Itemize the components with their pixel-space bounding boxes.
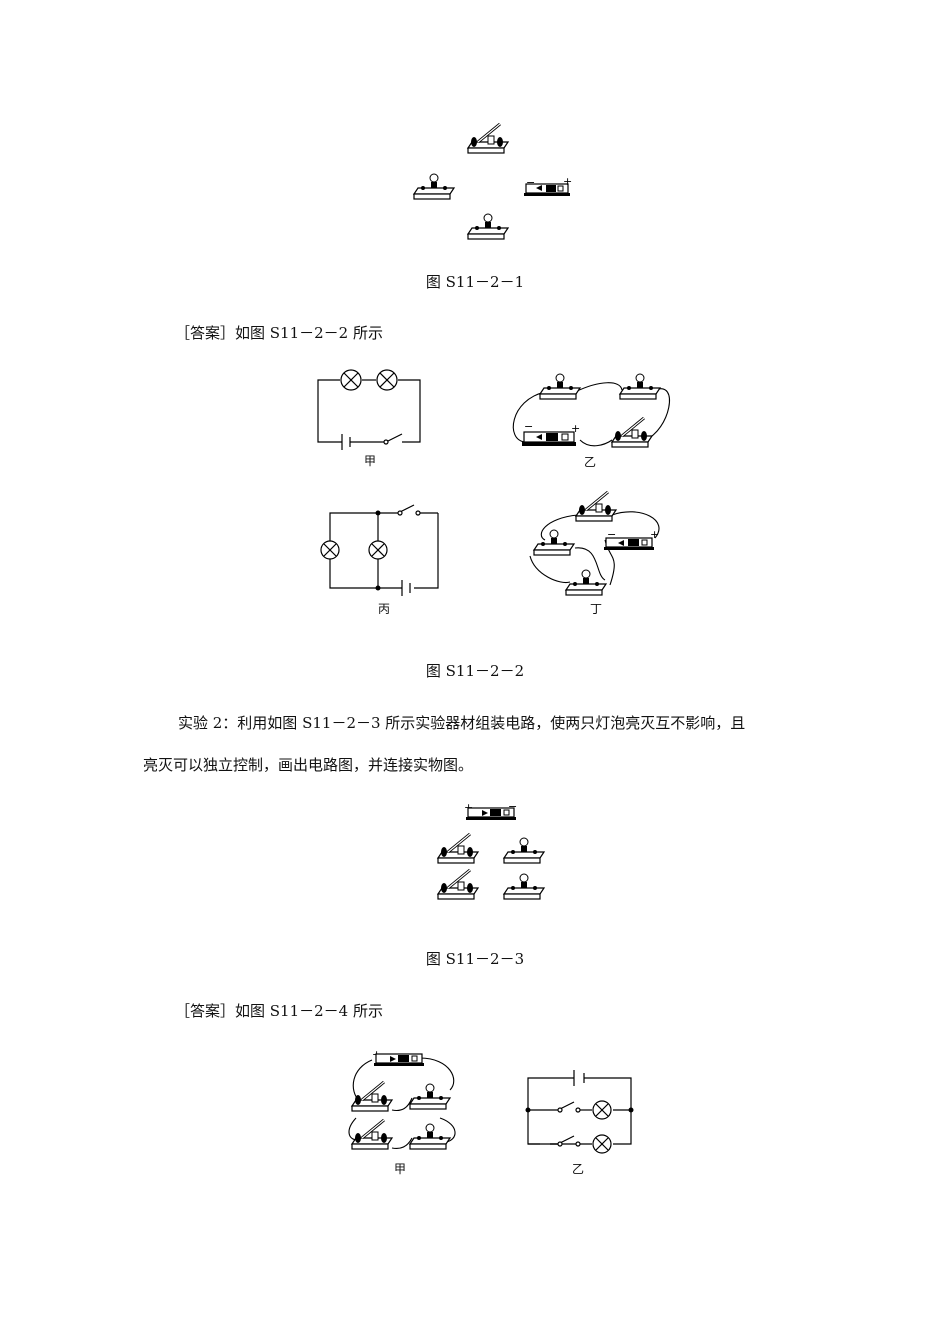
figure-caption-2: 图 S11－2－2 [425,662,525,680]
svg-text:−: − [508,800,517,813]
junction-dot [375,585,381,591]
switch-icon [574,490,618,522]
switch-icon [466,122,510,154]
label-bing: 丙 [377,602,390,616]
figure-s11-2-2: − + [317,369,670,596]
svg-text:−: − [524,420,533,433]
switch-icon [350,1080,394,1112]
bulb-icon [412,173,456,200]
battery-icon [604,537,654,550]
figure-s11-2-4: + − [348,1048,634,1154]
junction-dot [628,1107,634,1113]
switch-icon [350,1118,394,1150]
bulb-icon [502,873,546,900]
battery-icon [522,431,576,446]
bulb-icon [538,373,582,400]
junction-dot [375,510,381,516]
experiment-2-line-1: 实验 2：利用如图 S11－2－3 所示实验器材组装电路，使两只灯泡亮灭互不影响… [178,714,746,732]
svg-text:+: + [650,528,659,541]
switch-icon [436,868,480,900]
label-jia-2: 甲 [393,1162,406,1176]
circuit-diagram-bing [320,504,439,596]
switch-icon [610,416,654,448]
battery-icon [524,183,570,196]
bulb-icon [502,837,546,864]
bulb-icon [618,373,662,400]
answer-text-2: ［答案］如图 S11－2－4 所示 [175,1002,383,1020]
label-jia: 甲 [363,454,376,468]
label-yi-2: 乙 [571,1162,584,1176]
bulb-icon [466,213,510,240]
figure-caption-1: 图 S11－2－1 [425,273,525,291]
bulb-icon [408,1123,452,1150]
battery-icon [466,807,516,820]
bulb-icon [564,569,608,596]
label-ding: 丁 [589,602,602,616]
switch-icon [436,832,480,864]
answer-text-1: ［答案］如图 S11－2－2 所示 [175,324,383,342]
bulb-icon [532,529,576,556]
svg-text:+: + [563,175,572,188]
svg-text:+: + [571,422,580,435]
experiment-2-line-2: 亮灭可以独立控制，画出电路图，并连接实物图。 [143,756,474,774]
circuit-diagram-yi [527,1070,632,1154]
battery-icon [374,1053,424,1066]
label-yi: 乙 [583,455,596,469]
svg-text:−: − [607,528,616,541]
figure-s11-2-3-apparatus: + − [436,800,546,900]
bulb-icon [408,1083,452,1110]
figure-s11-2-1-apparatus: − + [412,122,572,240]
figure-caption-3: 图 S11－2－3 [425,950,525,968]
junction-dot [525,1107,531,1113]
circuit-diagram-jia [317,369,421,450]
svg-text:−: − [526,176,535,189]
